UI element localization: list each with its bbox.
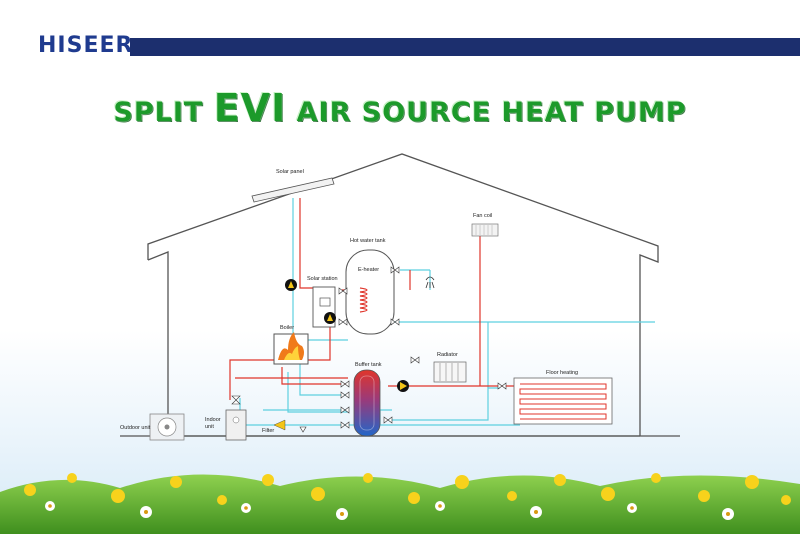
indoor-unit	[225, 409, 247, 441]
floor-heating-loop	[513, 377, 613, 425]
valve-icons	[231, 266, 507, 433]
page-title: SPLIT EVI AIR SOURCE HEAT PUMP	[0, 86, 800, 130]
house-outline	[120, 153, 680, 437]
label-buffer-tank: Buffer tank	[355, 362, 382, 368]
title-highlight: EVI	[213, 86, 287, 130]
label-indoor-unit: Indoor unit	[205, 417, 221, 430]
fan-coil-unit	[471, 223, 499, 237]
radiator	[433, 361, 467, 383]
boiler	[273, 332, 309, 365]
label-hot-water-tank: Hot water tank	[350, 238, 386, 244]
label-solar-panel: Solar panel	[276, 169, 304, 175]
label-filter: Filter	[262, 428, 275, 434]
circulation-pump-icons	[273, 279, 409, 431]
buffer-tank	[353, 369, 381, 437]
label-fan-coil: Fan coil	[473, 213, 493, 219]
label-floor-heating: Floor heating	[546, 370, 579, 376]
brand-logo: HISEER	[38, 33, 134, 58]
label-solar-station: Solar station	[307, 276, 338, 282]
header-banner	[130, 38, 800, 56]
title-prefix: SPLIT	[113, 97, 204, 128]
label-radiator: Radiator	[437, 352, 458, 358]
label-e-heater: E-heater	[358, 267, 380, 273]
solar-panel	[251, 177, 335, 203]
label-boiler: Boiler	[280, 325, 295, 331]
label-outdoor-unit: Outdoor unit	[120, 425, 151, 431]
meadow-foreground	[0, 473, 800, 534]
outdoor-unit	[149, 413, 185, 441]
hot-water-tank	[345, 249, 395, 335]
shower-icon	[425, 276, 435, 289]
title-suffix: AIR SOURCE HEAT PUMP	[296, 97, 687, 128]
